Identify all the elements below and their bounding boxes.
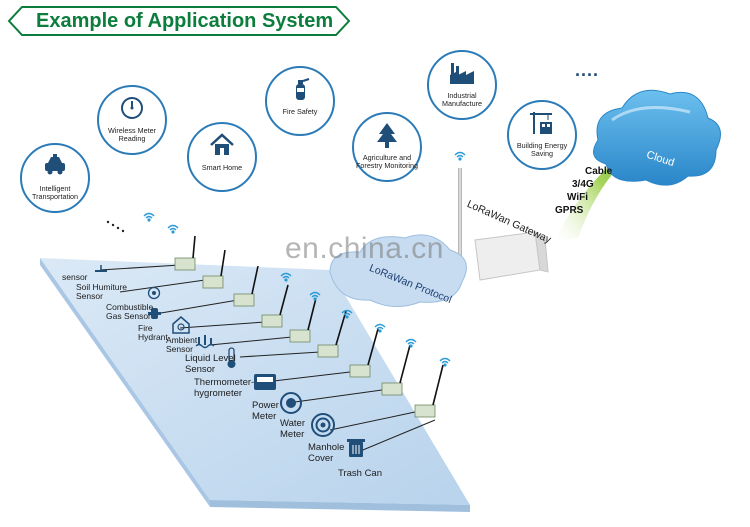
link-3g4g: 3/4G bbox=[572, 179, 594, 190]
app-label: Agriculture and Forestry Monitoring bbox=[356, 153, 418, 170]
app-smart-home: Smart Home bbox=[187, 122, 257, 192]
factory-icon bbox=[450, 63, 474, 84]
sensor-label-manhole: Manhole Cover bbox=[308, 442, 345, 464]
cloud-shape bbox=[593, 89, 721, 186]
app-label: Smart Home bbox=[201, 163, 243, 172]
sensor-label-gas: Combustible Gas Sensor bbox=[106, 302, 154, 321]
watermark: en.china.cn bbox=[285, 232, 444, 265]
link-cable: Cable bbox=[585, 166, 613, 177]
app-label: Industrial Manufacture bbox=[442, 91, 482, 108]
app-wireless-meter-reading: Wireless Meter Reading bbox=[97, 85, 167, 155]
lora-nodes bbox=[174, 235, 444, 418]
sensor-label-soil: Soil Humiture Sensor bbox=[76, 282, 128, 301]
wifi-signal-icons bbox=[143, 151, 466, 367]
sensor-label-hydrant: Fire Hydrant bbox=[138, 323, 168, 342]
sensor-label-power-meter: Power Meter bbox=[252, 400, 279, 422]
app-industrial-manufacture: Industrial Manufacture bbox=[427, 50, 497, 120]
app-label: Fire Safety bbox=[282, 107, 318, 116]
app-label: Building Energy Saving bbox=[516, 141, 568, 158]
tree-icon bbox=[377, 123, 397, 148]
car-icon bbox=[45, 154, 65, 175]
title-banner: Example of Application System bbox=[6, 5, 351, 37]
sensor-label-sensor: sensor bbox=[62, 272, 88, 282]
link-wifi: WiFi bbox=[567, 192, 589, 203]
app-label: Intelligent Transportation bbox=[31, 184, 79, 201]
sensor-wires bbox=[99, 264, 436, 453]
sensor-label-ambient: Ambient Sensor bbox=[166, 335, 198, 354]
sensor-label-liquid-level: Liquid Level Sensor bbox=[185, 353, 236, 375]
gauge-icon bbox=[121, 97, 143, 119]
app-label: Wireless Meter Reading bbox=[108, 126, 156, 143]
app-fire-safety: Fire Safety bbox=[265, 66, 335, 136]
more-indicator: .... bbox=[575, 60, 600, 80]
sensor-label-thermometer: Thermometer-hygrometer bbox=[194, 377, 255, 399]
ellipsis-dots bbox=[106, 220, 125, 233]
gateway-box bbox=[474, 231, 549, 281]
fire-extinguisher-icon bbox=[296, 78, 310, 100]
protocol-cloud bbox=[329, 234, 467, 307]
app-building-energy-saving: Building Energy Saving bbox=[507, 100, 577, 170]
house-icon bbox=[210, 133, 234, 155]
title-frame bbox=[7, 6, 351, 36]
sensor-label-trash-can: Trash Can bbox=[338, 468, 382, 479]
app-intelligent-transportation: Intelligent Transportation bbox=[20, 143, 90, 213]
page-title: Example of Application System bbox=[36, 10, 334, 32]
crane-icon bbox=[530, 112, 552, 134]
app-agriculture-forestry: Agriculture and Forestry Monitoring bbox=[352, 112, 422, 182]
link-gprs: GPRS bbox=[555, 205, 584, 216]
sensor-label-water-meter: Water Meter bbox=[280, 418, 305, 440]
